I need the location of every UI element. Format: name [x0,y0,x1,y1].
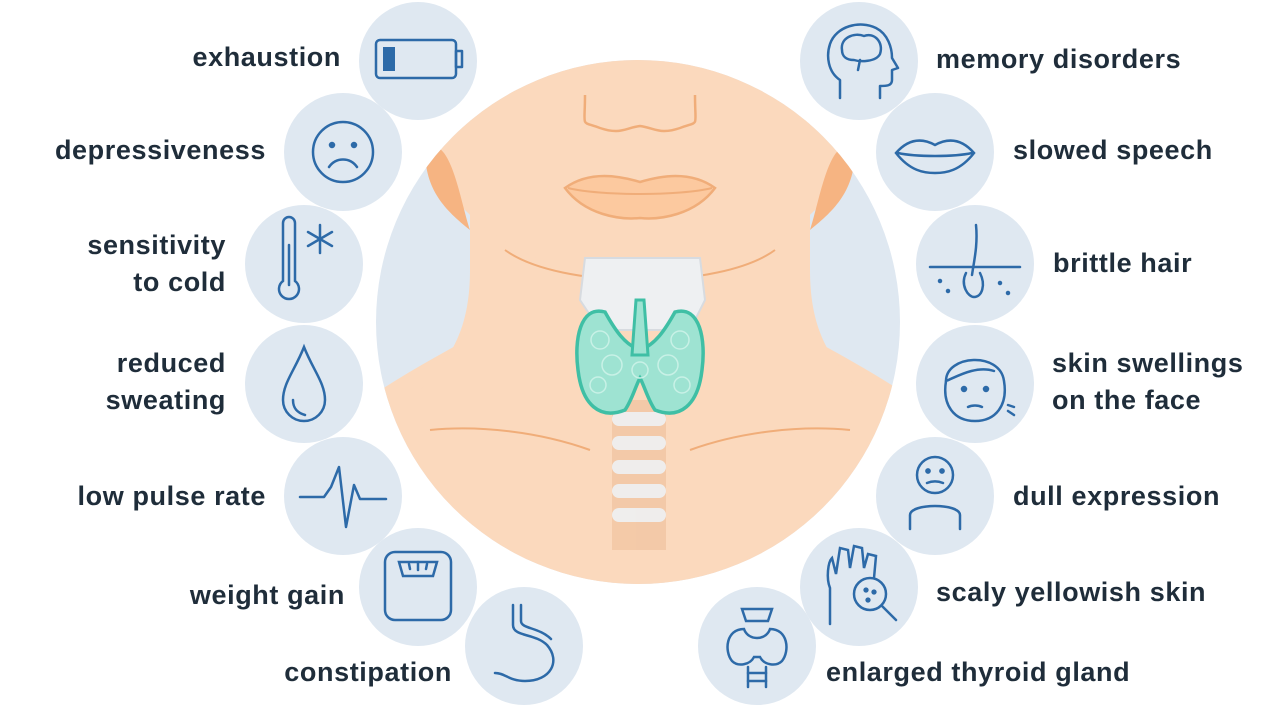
swollen-face-icon [916,325,1034,443]
label-memory-disorders: memory disorders [936,44,1182,74]
scale-icon [359,528,477,646]
label-exhaustion: exhaustion [192,42,341,72]
thyroid-gland-icon [698,587,816,705]
hair-follicle-icon [916,205,1034,323]
label-low-pulse-rate: low pulse rate [77,481,266,511]
label-constipation: constipation [284,657,452,687]
label-enlarged-thyroid: enlarged thyroid gland [826,657,1131,687]
nose [583,94,697,133]
stomach-icon [465,587,583,705]
dull-face-person-icon [876,437,994,555]
thermometer-snowflake-icon [245,205,363,323]
thyroid-gland [575,298,705,415]
heartbeat-icon [284,437,402,555]
trachea [612,400,666,550]
label-scaly-skin: scaly yellowish skin [936,577,1207,607]
brain-head-icon [800,2,918,120]
lips [563,174,717,220]
label-depressiveness: depressiveness [54,135,266,165]
chin [440,60,840,280]
sad-face-icon [284,93,402,211]
label-dull-expression: dull expression [1013,481,1221,511]
droplet-icon [245,325,363,443]
label-weight-gain: weight gain [189,580,345,610]
label-slowed-speech: slowed speech [1013,135,1213,165]
hand-magnifier-icon [800,528,918,646]
label-brittle-hair: brittle hair [1053,248,1193,278]
battery-icon [359,2,477,120]
lips-icon [876,93,994,211]
